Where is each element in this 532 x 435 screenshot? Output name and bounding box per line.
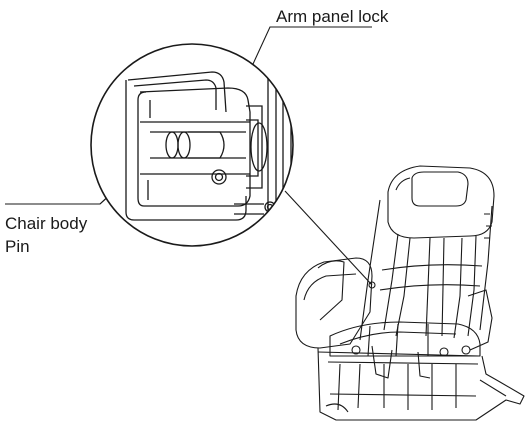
detail-view-icon (90, 43, 294, 247)
zoom-connector-line (284, 190, 373, 286)
chair-body-label: Chair body (5, 214, 88, 233)
arm-panel-lock-label: Arm panel lock (276, 7, 389, 26)
chair-icon (295, 165, 525, 421)
pin-label: Pin (5, 237, 30, 256)
